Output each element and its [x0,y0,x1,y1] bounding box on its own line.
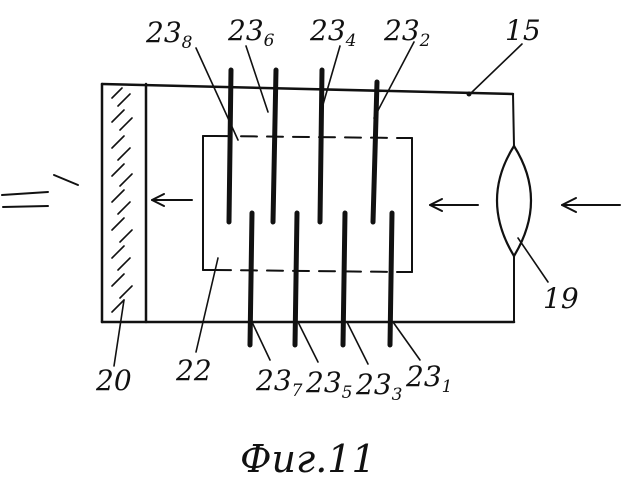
internal-arrow-right [430,199,478,211]
outgoing-light-arrows [2,175,78,207]
screen-20 [112,84,146,322]
svg-text:233: 233 [355,368,402,405]
electrode-23-7 [250,213,252,345]
incoming-light-arrow [562,198,620,212]
label-23-5: 235 [305,366,352,403]
electrode-23-8 [229,70,231,222]
internal-arrow-left [152,194,192,206]
svg-text:232: 232 [383,14,430,51]
label-23-4: 234 [309,14,356,51]
dashed-frame-22 [203,136,412,272]
svg-text:231: 231 [405,360,452,397]
electrode-23-2 [373,82,377,222]
label-23-7: 237 [255,364,303,401]
housing-15 [102,84,514,322]
label-19: 19 [543,282,579,315]
label-22: 22 [175,354,212,387]
electrode-23-6 [273,70,276,222]
label-23-2: 232 [383,14,430,51]
electrode-23-1 [390,213,392,345]
svg-text:234: 234 [309,14,356,51]
label-20: 20 [95,364,132,397]
figure-caption: Фиг.11 [240,437,376,481]
label-15: 15 [505,14,541,47]
svg-text:238: 238 [145,16,193,53]
electrode-23-5 [295,213,297,345]
electrode-23-3 [343,213,345,345]
label-23-1: 231 [405,360,452,397]
svg-text:236: 236 [227,14,275,51]
electrodes [229,70,392,345]
electrode-23-4 [320,70,322,222]
label-23-6: 236 [227,14,275,51]
label-23-3: 233 [355,368,402,405]
label-23-8: 238 [145,16,193,53]
lens-19 [497,146,531,256]
svg-text:237: 237 [255,364,303,401]
svg-text:235: 235 [305,366,352,403]
